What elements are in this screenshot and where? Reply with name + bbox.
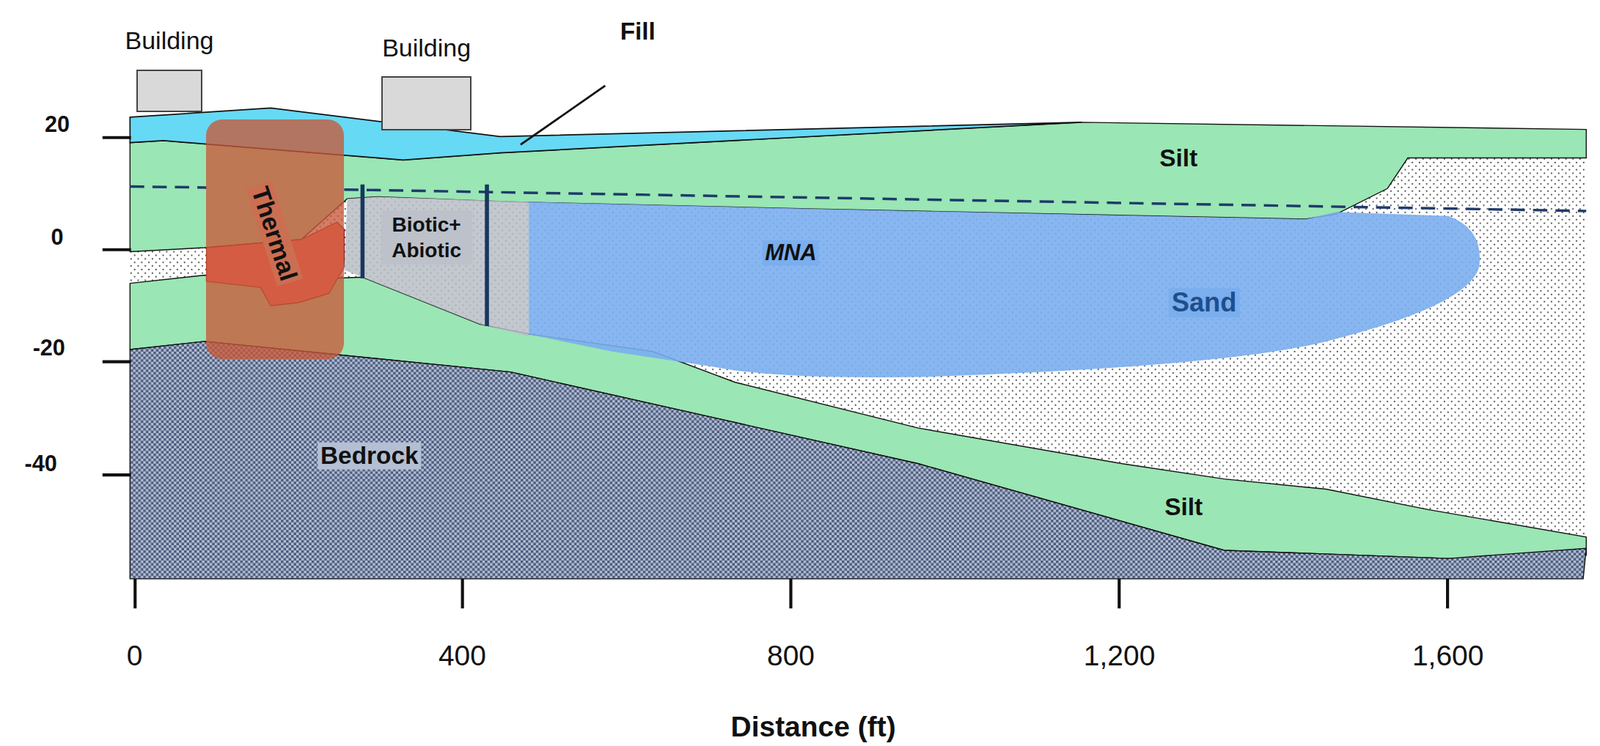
water-table [129,186,207,188]
axis-title: Distance (ft) [731,712,897,744]
biotic-zone [343,196,529,337]
water-table [343,189,1587,212]
well [360,184,366,279]
building-label: Building [124,27,214,55]
building-box: Building [381,76,471,131]
y-ticks [102,137,132,476]
layer-label: Sand [1168,288,1240,318]
callout-label: Fill [620,18,656,46]
mna-plume [528,201,1480,378]
leader-line [520,85,605,146]
axis-value: 0 [50,225,64,251]
building-box: Building [136,69,202,113]
x-ticks [134,579,1448,609]
building-label: Building [382,34,471,62]
zone-label: MNA [762,240,820,266]
axis-value: 1,600 [1412,640,1484,672]
layer-label: Bedrock [317,442,422,471]
axis-value: 0 [126,640,143,672]
axis-value: -40 [24,451,58,477]
axis-value: 800 [767,640,815,672]
zone-label: Thermal [245,180,304,287]
axis-value: 1,200 [1083,640,1155,672]
layer-label: Silt [1164,493,1203,521]
layer-label: Silt [1159,144,1198,172]
axis-value: 20 [44,112,70,138]
thermal-zone: Thermal [206,119,344,360]
mna-zone: MNA [528,202,1480,378]
well [484,184,490,327]
zone-label: Biotic+ Abiotic [381,210,473,265]
axis-value: -20 [32,335,66,361]
biotic-zone: Biotic+ Abiotic [343,197,529,338]
axis-value: 400 [438,640,487,672]
